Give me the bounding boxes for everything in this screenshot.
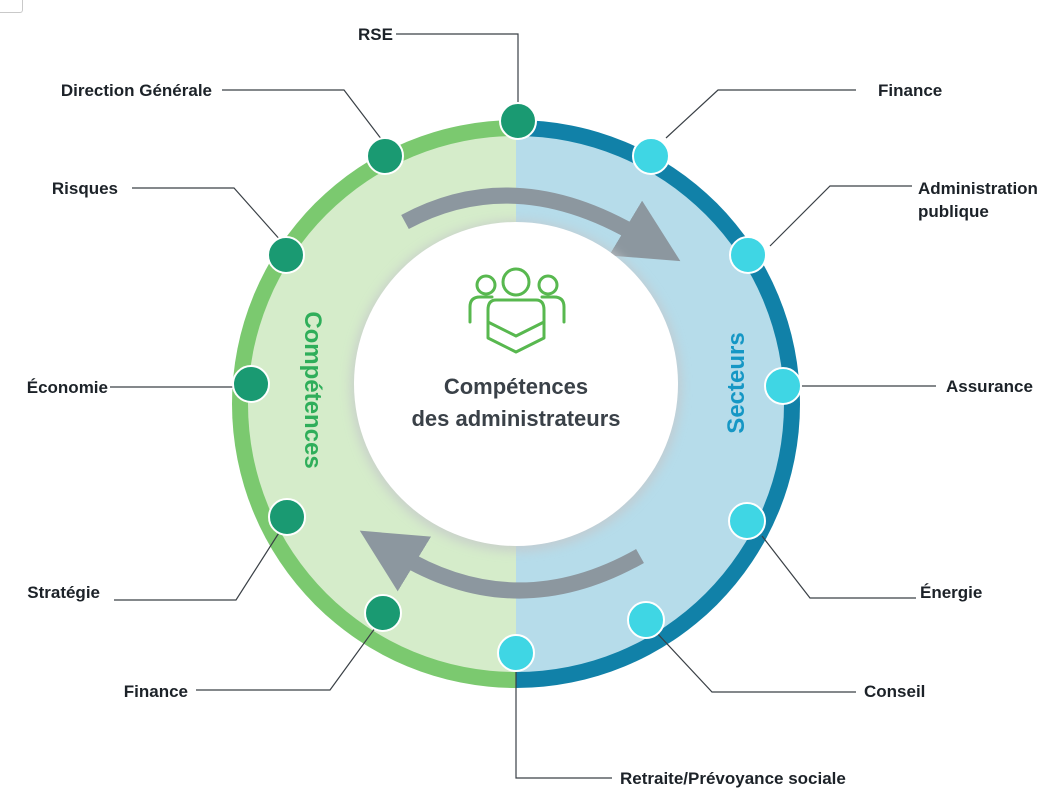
label-strategie: Stratégie [27, 583, 100, 602]
cycle-arrow-top [401, 187, 681, 262]
label-rse: RSE [358, 25, 393, 44]
center-title-line1: Compétences [444, 374, 588, 399]
label-finance-secteurs: Finance [878, 81, 942, 100]
label-direction-generale: Direction Générale [61, 81, 212, 100]
label-assurance: Assurance [946, 377, 1033, 396]
node-energie [728, 502, 766, 540]
people-group-icon [468, 267, 566, 354]
node-finance-left [364, 594, 402, 632]
center-disk [354, 222, 678, 546]
competences-leaders [110, 33, 519, 691]
label-administration: Administration [918, 179, 1038, 198]
label-retraite: Retraite/Prévoyance sociale [620, 769, 846, 788]
node-risques [267, 236, 305, 274]
node-administration [729, 236, 767, 274]
label-finance-competences: Finance [124, 682, 188, 701]
label-publique: publique [918, 202, 989, 221]
label-risques: Risques [52, 179, 118, 198]
node-direction-generale [366, 137, 404, 175]
competences-side-label: Compétences [299, 311, 326, 468]
secteurs-side-label: Secteurs [723, 332, 750, 433]
corner-mark [0, 0, 23, 13]
center-title-line2: des administrateurs [411, 406, 620, 431]
secteurs-nodes [497, 137, 802, 672]
circular-arrows-icon [359, 187, 681, 599]
secteurs-leaders [515, 89, 936, 779]
label-economie: Économie [27, 378, 108, 397]
label-energie: Énergie [920, 583, 982, 602]
node-economie [232, 365, 270, 403]
node-retraite [497, 634, 535, 672]
node-conseil [627, 601, 665, 639]
label-conseil: Conseil [864, 682, 925, 701]
node-rse [499, 102, 537, 140]
node-strategie [268, 498, 306, 536]
node-assurance [764, 367, 802, 405]
competences-nodes [232, 102, 537, 632]
cycle-arrow-bottom [359, 530, 644, 599]
node-finance-right [632, 137, 670, 175]
